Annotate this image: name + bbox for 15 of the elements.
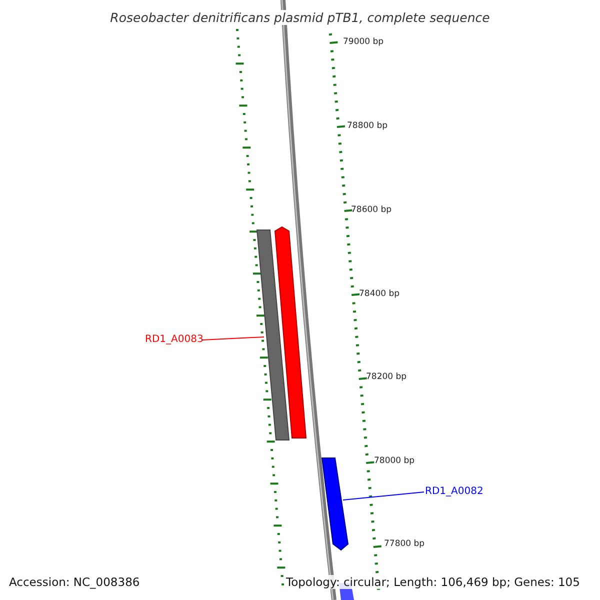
- tick-label: 78400 bp: [359, 289, 400, 299]
- gene-label: RD1_A0083: [145, 333, 204, 347]
- tick-label: 78000 bp: [374, 456, 415, 466]
- tick-label: 79000 bp: [343, 37, 384, 47]
- leader-line: [202, 336, 264, 340]
- gene-label: RD1_A0082: [425, 485, 484, 499]
- tick-label: 78800 bp: [347, 121, 388, 131]
- footer-text: Accession: NC_008386: [9, 575, 140, 589]
- footer-text: Topology: circular; Length: 106,469 bp; Genes: 105: [286, 575, 580, 589]
- gene-feature: [254, 227, 292, 443]
- title: Roseobacter denitrificans plasmid pTB1, complete sequence: [108, 10, 492, 25]
- tick-label: 78600 bp: [351, 205, 392, 215]
- tick-label: 77800 bp: [384, 539, 425, 549]
- tick-label: 78200 bp: [366, 372, 407, 382]
- leader-line: [342, 492, 424, 500]
